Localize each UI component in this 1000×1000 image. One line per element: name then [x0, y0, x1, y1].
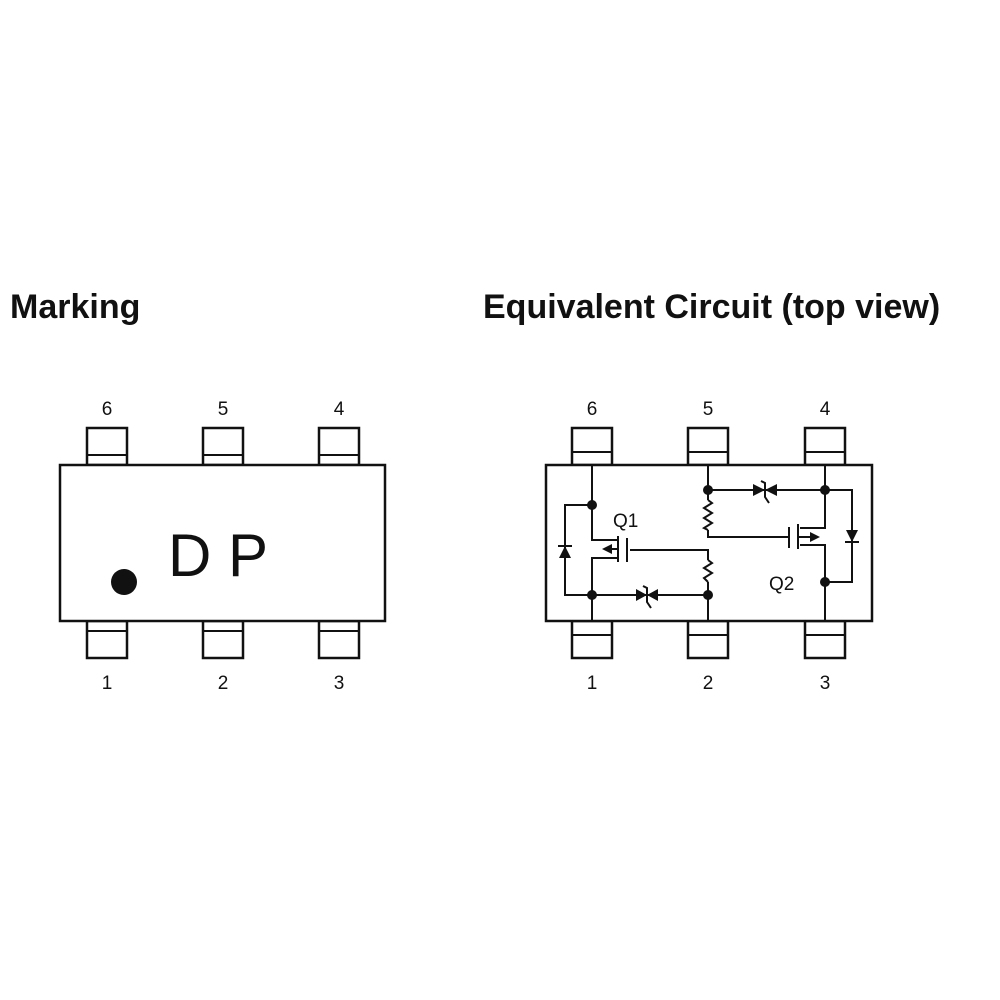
- resistor-icon: [701, 499, 714, 531]
- circuit-title: Equivalent Circuit (top view): [483, 288, 940, 326]
- circuit-pin-6: [570, 426, 614, 467]
- circuit-package: Q1 Q2 6 5 4 1 2 3: [544, 399, 874, 694]
- circuit-pin-3: [803, 619, 847, 660]
- marking-pin-3: [317, 619, 361, 660]
- pin-label: 3: [820, 673, 831, 694]
- junction-dots: [587, 485, 830, 600]
- marking-package: D P 6 5 4 1 2 3: [58, 399, 387, 694]
- marking-pin-1: [85, 619, 129, 660]
- pin1-indicator-dot: [111, 569, 137, 595]
- pin-label: 4: [334, 399, 345, 420]
- circuit-pin-2: [686, 619, 730, 660]
- pin-label: 2: [218, 673, 229, 694]
- marking-pin-5: [201, 426, 245, 467]
- q1-label: Q1: [613, 511, 638, 532]
- marking-pin-2: [201, 619, 245, 660]
- marking-body: [58, 463, 387, 623]
- pin-label: 6: [102, 399, 113, 420]
- resistor-icon: [702, 559, 714, 583]
- circuit-pin-5: [686, 426, 730, 467]
- circuit-pin-4: [803, 426, 847, 467]
- pin-label: 3: [334, 673, 345, 694]
- pin-label: 6: [587, 399, 598, 420]
- pin-label: 5: [218, 399, 229, 420]
- diode-icon: [845, 530, 859, 543]
- marking-pin-4: [317, 426, 361, 467]
- pin-label: 4: [820, 399, 831, 420]
- pin-label: 2: [703, 673, 714, 694]
- circuit-pin-1: [570, 619, 614, 660]
- pin-label: 1: [102, 673, 113, 694]
- pin-label: 1: [587, 673, 598, 694]
- diode-icon: [558, 545, 572, 558]
- q1-mosfet: [602, 536, 628, 562]
- q2-mosfet: [788, 524, 820, 549]
- zener-diode-icon: [636, 585, 658, 609]
- marking-code: D P: [168, 522, 268, 589]
- zener-diode-icon: [753, 480, 777, 504]
- marking-title: Marking: [10, 288, 140, 326]
- marking-pin-6: [85, 426, 129, 467]
- q2-label: Q2: [769, 574, 794, 595]
- pin-label: 5: [703, 399, 714, 420]
